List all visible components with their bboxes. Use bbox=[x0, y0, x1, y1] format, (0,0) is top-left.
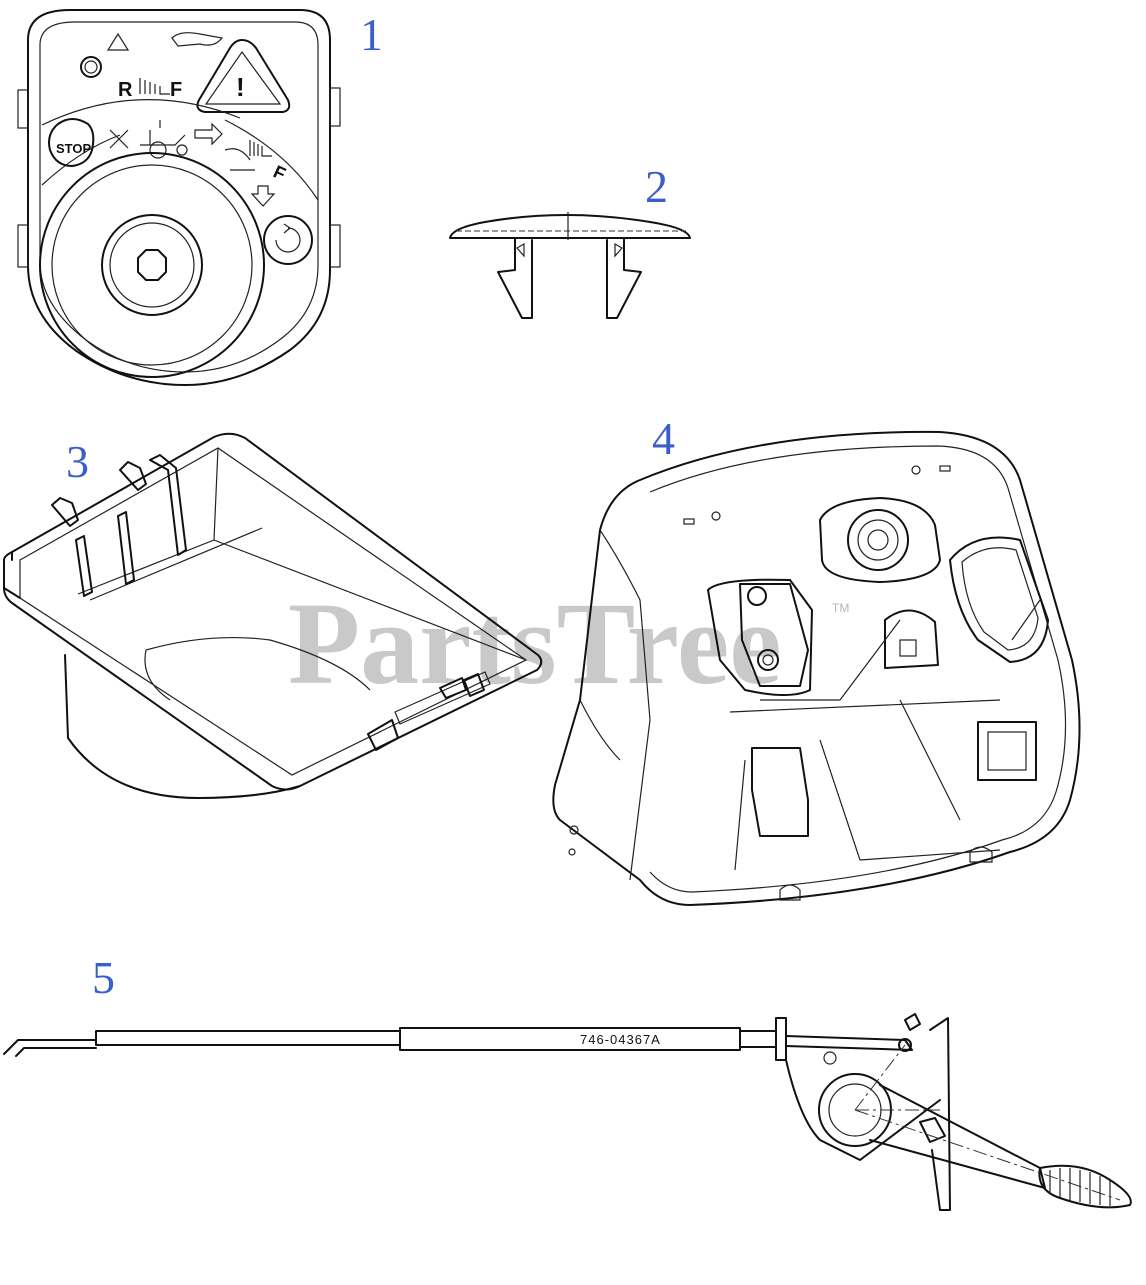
watermark-trademark: TM bbox=[832, 601, 849, 615]
callout-1: 1 bbox=[360, 9, 383, 60]
callout-4: 4 bbox=[652, 413, 675, 464]
callouts: 1 2 3 4 5 bbox=[66, 9, 675, 1003]
part-ignition-switch[interactable]: ! R F F STOP bbox=[17, 9, 341, 386]
watermark-text: PartsTree bbox=[288, 578, 782, 709]
callout-3: 3 bbox=[66, 436, 89, 487]
ignition-reverse-mark: R bbox=[118, 79, 133, 101]
part-switch-housing[interactable] bbox=[3, 432, 543, 799]
ignition-forward-mark-2: F bbox=[270, 161, 288, 184]
ignition-forward-mark: F bbox=[170, 79, 182, 101]
callout-2: 2 bbox=[645, 161, 668, 212]
part-cable-lever[interactable]: 746-04367A bbox=[3, 1013, 1132, 1211]
ignition-exclaim-mark: ! bbox=[236, 72, 245, 102]
cable-part-number: 746-04367A bbox=[580, 1032, 661, 1047]
part-dash-panel[interactable] bbox=[552, 430, 1081, 906]
ignition-stop-mark: STOP bbox=[56, 141, 91, 156]
callout-5: 5 bbox=[92, 952, 115, 1003]
part-push-pin[interactable] bbox=[449, 212, 691, 319]
